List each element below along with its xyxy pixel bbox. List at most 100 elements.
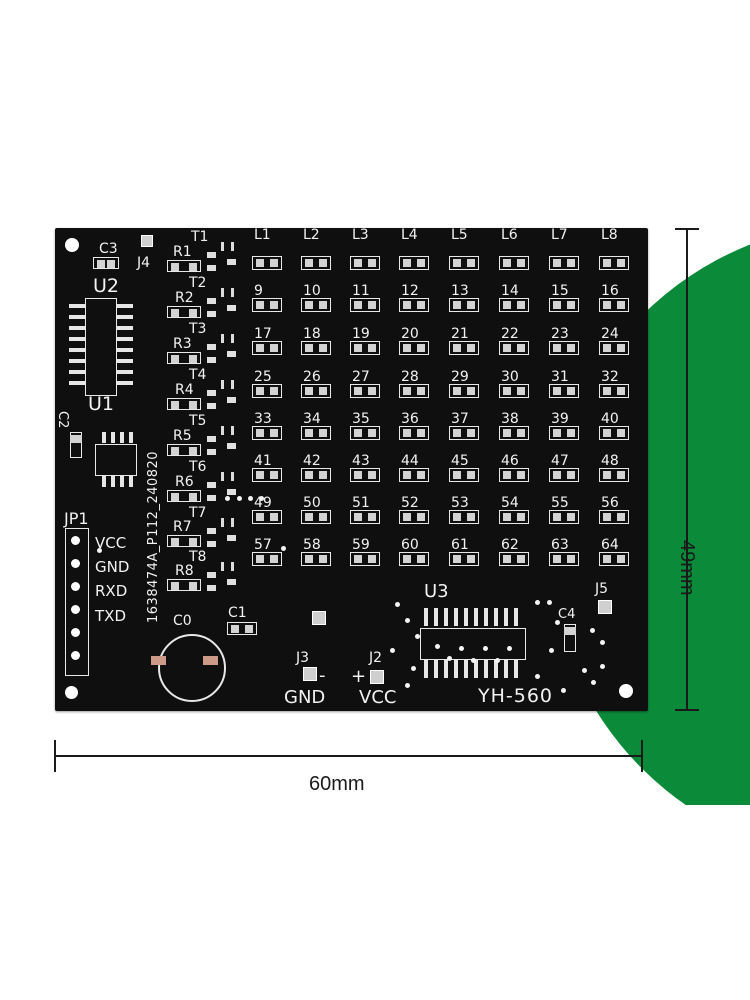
led-number: 41 [254,453,272,469]
led-pad [449,298,479,312]
led-pad [252,256,282,270]
trace-mark [221,518,224,527]
resistor-pad [167,490,201,502]
j1-label: J2 [369,650,383,666]
led-pad [449,510,479,524]
mounting-hole-top-left [65,238,79,252]
small-ic-pin [120,476,124,487]
led-pad [252,510,282,524]
small-ic-pin [111,432,115,443]
u3-pin [484,608,488,626]
small-ic-pin [111,476,115,487]
c0-pad-right [203,656,218,665]
jp1-pin-hole [71,559,80,568]
led-number: 10 [303,283,321,299]
resistor-pad [167,579,201,591]
trace-mark [231,472,234,481]
resistor-pad [167,535,201,547]
u2-pin [117,359,133,363]
transistor-pad [207,390,216,396]
led-pad [399,384,429,398]
led-pad [549,256,579,270]
transistor-pad [227,443,236,449]
resistor-pad [167,444,201,456]
u2-label: U2 [93,275,119,297]
c3-label: C3 [99,241,118,257]
c4-label: C4 [558,607,576,622]
via-hole [225,496,230,501]
u2-pin [117,326,133,330]
led-number: 24 [601,326,619,342]
led-number: 51 [352,495,370,511]
vcc-label: VCC [359,687,397,708]
u3-label: U3 [424,581,449,602]
led-column-label: L5 [451,227,468,243]
led-number: 36 [401,411,419,427]
pcb-board: C3 J4 U2 U1 C2 JP1 VCC GND RXD TXD 16384… [55,228,648,711]
u2-pin [117,348,133,352]
jp1-header-outline [65,528,89,676]
width-dimension-right-tick [641,740,643,772]
led-pad [549,552,579,566]
trace-mark [231,518,234,527]
via-hole [459,646,464,651]
trace-mark [221,426,224,435]
led-pad [599,426,629,440]
trace-mark [231,288,234,297]
j3-pad [141,235,153,247]
small-ic-pin [102,432,106,443]
trace-mark [231,334,234,343]
transistor-pad [207,449,216,455]
led-pad [449,256,479,270]
resistor-pad [167,352,201,364]
led-pad [599,552,629,566]
transistor-label: T8 [189,549,207,565]
transistor-pad [207,572,216,578]
j3-label: J4 [137,255,151,271]
transistor-pad [227,397,236,403]
via-hole [590,628,595,633]
u3-pin [494,660,498,678]
transistor-label: T5 [189,413,207,429]
via-hole [600,640,605,645]
transistor-pad [207,357,216,363]
led-number: 42 [303,453,321,469]
j1-pad [370,670,384,684]
led-number: 23 [551,326,569,342]
via-hole [259,496,264,501]
jp1-pin-hole [71,582,80,591]
led-pad [301,468,331,482]
via-hole [561,688,566,693]
led-number: 28 [401,369,419,385]
led-number: 27 [352,369,370,385]
led-column-label: L6 [501,227,518,243]
trace-mark [221,562,224,571]
j4-label: J5 [595,581,609,597]
u3-pin [514,660,518,678]
led-number: 9 [254,283,263,299]
led-pad [350,256,380,270]
u2-pin [69,326,85,330]
led-number: 56 [601,495,619,511]
transistor-label: T3 [189,321,207,337]
transistor-pad [227,489,236,495]
led-pad [499,298,529,312]
led-number: 15 [551,283,569,299]
u3-pin [504,608,508,626]
u3-pin [464,660,468,678]
led-number: 17 [254,326,272,342]
led-pad [399,341,429,355]
via-hole [405,683,410,688]
c2-pad [70,432,82,458]
led-pad [301,341,331,355]
led-pad [599,468,629,482]
led-number: 44 [401,453,419,469]
led-number: 39 [551,411,569,427]
led-number: 26 [303,369,321,385]
u3-pin [504,660,508,678]
via-hole [237,496,242,501]
led-pad [350,510,380,524]
led-pad [399,510,429,524]
transistor-pad [207,298,216,304]
transistor-pad [227,351,236,357]
